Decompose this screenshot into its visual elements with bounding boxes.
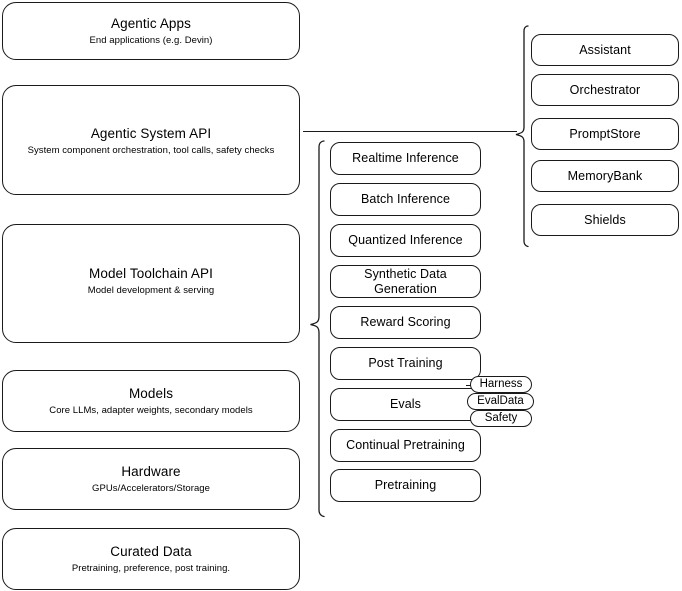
layer-title: Curated Data: [110, 543, 192, 559]
capability-pretraining[interactable]: Pretraining: [330, 469, 481, 502]
component-promptstore[interactable]: PromptStore: [531, 118, 679, 150]
layer-title: Agentic System API: [90, 126, 212, 141]
brace-middle-capabilities: [306, 138, 326, 520]
layer-subtitle: GPUs/Accelerators/Storage: [92, 482, 210, 494]
layer-subtitle: Pretraining, preference, post training.: [71, 562, 231, 574]
layer-agentic-system-api[interactable]: Agentic System API System component orch…: [2, 85, 300, 195]
layer-title: Model Toolchain API: [89, 266, 213, 281]
layer-title: Hardware: [121, 463, 181, 479]
layer-agentic-apps[interactable]: Agentic Apps End applications (e.g. Devi…: [2, 2, 300, 60]
component-label: Assistant: [579, 42, 631, 57]
capability-quantized-inference[interactable]: Quantized Inference: [330, 224, 481, 257]
eval-tag-evaldata[interactable]: EvalData: [467, 393, 534, 410]
capability-reward-scoring[interactable]: Reward Scoring: [330, 306, 481, 339]
layer-models[interactable]: Models Core LLMs, adapter weights, secon…: [2, 370, 300, 432]
capability-label: Quantized Inference: [348, 233, 463, 247]
layer-subtitle: System component orchestration, tool cal…: [27, 145, 275, 156]
component-label: Shields: [584, 212, 626, 227]
capability-label: Continual Pretraining: [346, 438, 465, 452]
layer-title: Models: [128, 385, 174, 401]
eval-tag-harness[interactable]: Harness: [470, 376, 532, 393]
layer-subtitle: Model development & serving: [87, 285, 215, 296]
capability-label: Realtime Inference: [352, 151, 459, 165]
capability-realtime-inference[interactable]: Realtime Inference: [330, 142, 481, 175]
eval-tag-label: Harness: [479, 378, 523, 390]
component-label: PromptStore: [569, 126, 641, 141]
capability-synthetic-data-generation[interactable]: Synthetic Data Generation: [330, 265, 481, 298]
layer-subtitle: End applications (e.g. Devin): [89, 34, 213, 46]
layer-curated-data[interactable]: Curated Data Pretraining, preference, po…: [2, 528, 300, 590]
eval-tag-label: EvalData: [477, 395, 524, 407]
eval-tag-label: Safety: [484, 412, 518, 424]
eval-tag-safety[interactable]: Safety: [470, 410, 532, 427]
capability-continual-pretraining[interactable]: Continual Pretraining: [330, 429, 481, 462]
capability-label: Batch Inference: [360, 192, 451, 206]
capability-label: Evals: [389, 397, 422, 411]
component-label: Orchestrator: [569, 82, 641, 97]
component-label: MemoryBank: [567, 168, 643, 183]
connector-system-api-to-components: [303, 131, 517, 132]
component-orchestrator[interactable]: Orchestrator: [531, 74, 679, 106]
capability-evals[interactable]: Evals: [330, 388, 481, 421]
layer-model-toolchain-api[interactable]: Model Toolchain API Model development & …: [2, 224, 300, 343]
capability-label: Synthetic Data Generation: [364, 266, 447, 296]
layer-title: Agentic Apps: [110, 15, 191, 31]
capability-post-training[interactable]: Post Training: [330, 347, 481, 380]
layer-subtitle: Core LLMs, adapter weights, secondary mo…: [49, 404, 253, 416]
component-memorybank[interactable]: MemoryBank: [531, 160, 679, 192]
capability-label: Pretraining: [374, 478, 437, 492]
capability-batch-inference[interactable]: Batch Inference: [330, 183, 481, 216]
component-assistant[interactable]: Assistant: [531, 34, 679, 66]
layer-hardware[interactable]: Hardware GPUs/Accelerators/Storage: [2, 448, 300, 510]
brace-right-components: [512, 24, 530, 250]
component-shields[interactable]: Shields: [531, 204, 679, 236]
capability-label: Reward Scoring: [360, 315, 451, 329]
capability-label: Post Training: [368, 356, 443, 370]
